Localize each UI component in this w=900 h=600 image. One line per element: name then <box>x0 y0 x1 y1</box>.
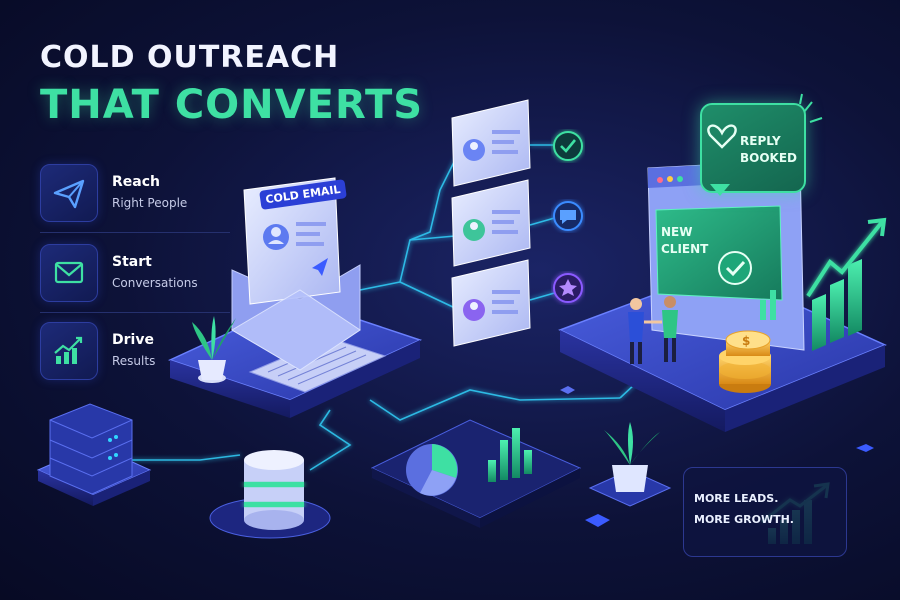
reply-booked-bubble: REPLY BOOKED <box>700 103 806 193</box>
server-stack <box>36 403 152 506</box>
new-client-label: NEW CLIENT <box>661 224 708 258</box>
promo-line-2: MORE GROWTH. <box>694 513 794 526</box>
promo-card: MORE LEADS. MORE GROWTH. <box>683 467 847 557</box>
svg-text:$: $ <box>742 334 750 348</box>
feature-title: Start <box>112 254 152 270</box>
new-label: NEW <box>661 225 693 239</box>
plant <box>588 422 672 507</box>
feature-reach: Reach Right People <box>40 164 240 222</box>
divider <box>40 312 230 313</box>
feature-start: Start Conversations <box>40 244 240 302</box>
envelope-icon <box>40 244 98 302</box>
headline-line-2: THAT CONVERTS <box>40 82 424 128</box>
feature-title: Reach <box>112 174 160 190</box>
coin-stack: $ <box>719 330 771 393</box>
reply-label: REPLY <box>740 134 781 148</box>
feature-subtitle: Conversations <box>112 276 198 290</box>
feature-drive: Drive Results <box>40 322 240 380</box>
bubble-tail <box>710 184 730 196</box>
connection-lines <box>130 144 651 471</box>
growth-chart-icon <box>40 322 98 380</box>
check-status-icon <box>553 131 583 161</box>
analytics-panel <box>370 419 582 528</box>
promo-line-1: MORE LEADS. <box>694 492 779 505</box>
feature-title: Drive <box>112 332 154 348</box>
client-label: CLIENT <box>661 242 709 256</box>
headline-line-1: COLD OUTREACH <box>40 40 340 75</box>
paper-plane-icon <box>40 164 98 222</box>
lead-cards <box>451 99 531 347</box>
feature-subtitle: Right People <box>112 196 188 210</box>
divider <box>40 232 230 233</box>
feature-subtitle: Results <box>112 354 156 368</box>
growth-bars <box>806 217 887 351</box>
booked-label: BOOKED <box>740 151 798 165</box>
heart-icon <box>707 124 737 149</box>
database <box>209 450 331 539</box>
